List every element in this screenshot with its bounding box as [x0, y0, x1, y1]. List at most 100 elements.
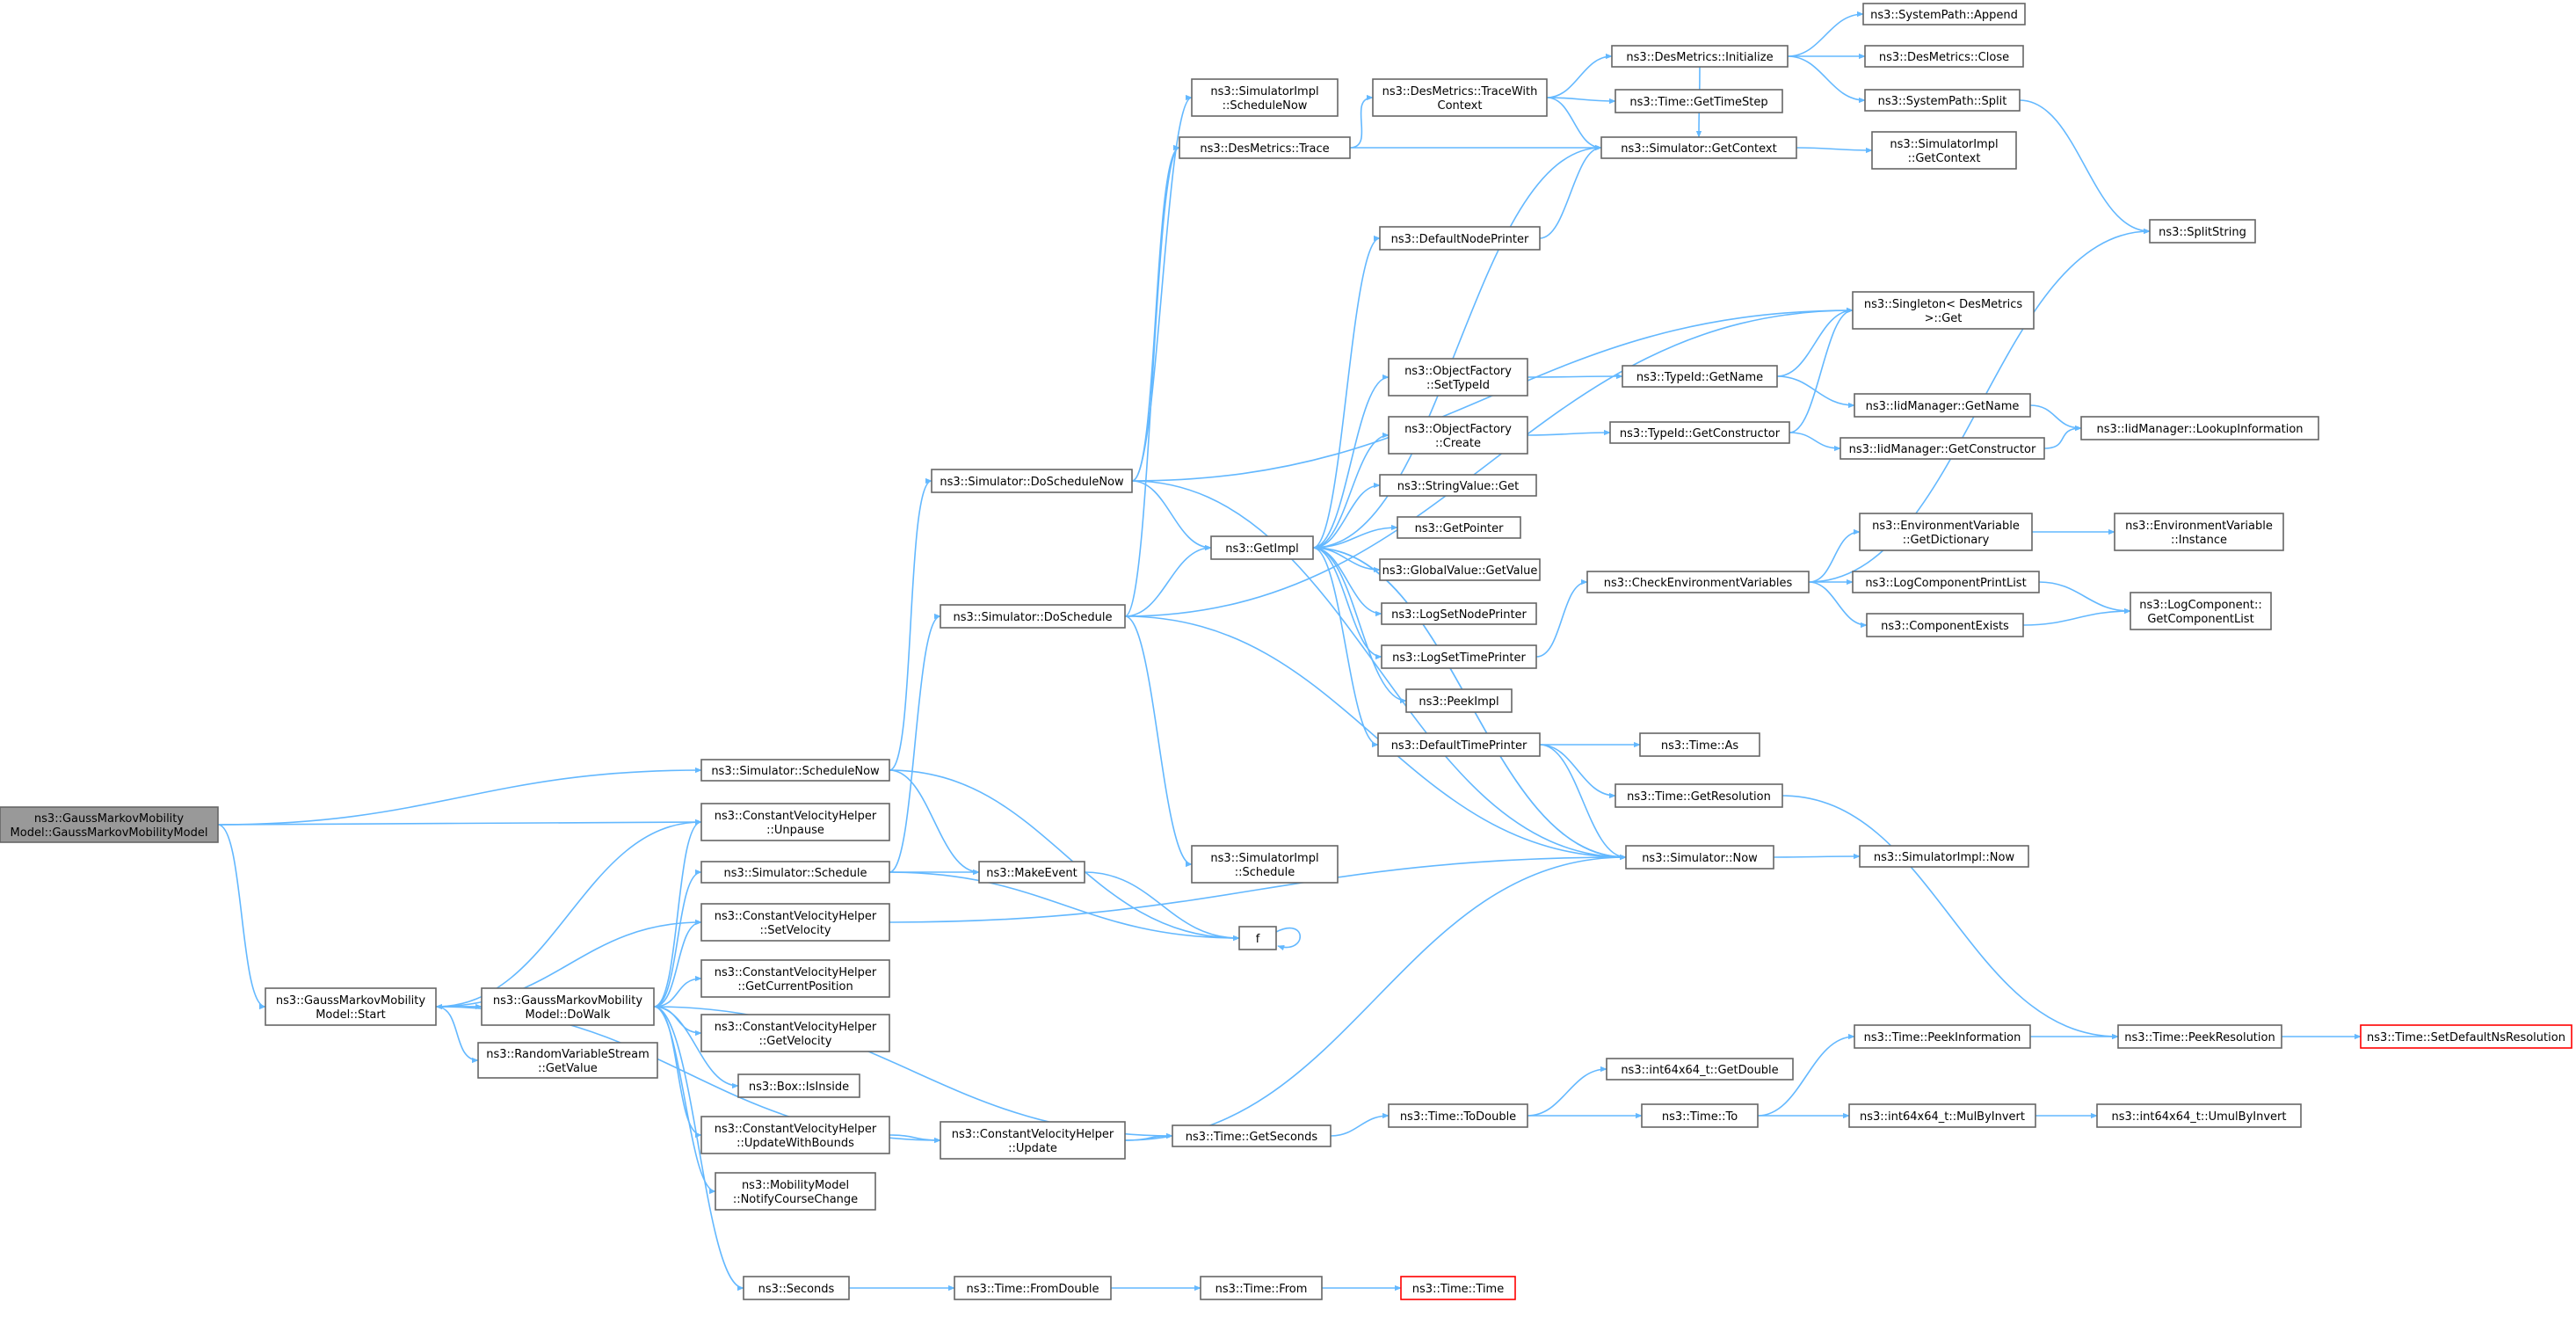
node-peekres[interactable]: ns3::Time::PeekResolution — [2117, 1024, 2282, 1049]
edge-checkenv-to-envgetdict — [1808, 528, 1861, 583]
edge-getimpl-to-defnodeprinter — [1312, 235, 1381, 549]
edge-desmtrace-to-tracewith — [1349, 94, 1374, 149]
edge-tracewith-to-desminit — [1546, 53, 1613, 98]
node-compexists[interactable]: ns3::ComponentExists — [1866, 613, 2024, 637]
node-simnow[interactable]: ns3::Simulator::Now — [1625, 845, 1774, 870]
node-logsetnode[interactable]: ns3::LogSetNodePrinter — [1381, 602, 1537, 625]
node-desminit[interactable]: ns3::DesMetrics::Initialize — [1611, 45, 1789, 68]
edge-root-to-schednow — [217, 767, 702, 826]
node-checkenv[interactable]: ns3::CheckEnvironmentVariables — [1586, 571, 1810, 593]
node-box — [2096, 1103, 2302, 1128]
node-rvs[interactable]: ns3::RandomVariableStream::GetValue — [477, 1042, 658, 1079]
node-iidgetname[interactable]: ns3::IidManager::GetName — [1854, 393, 2031, 418]
edge-doschednow-to-desmtrace — [1131, 144, 1180, 482]
node-label-line: ns3::Time::SetDefaultNsResolution — [2367, 1031, 2565, 1044]
node-fromdouble[interactable]: ns3::Time::FromDouble — [954, 1276, 1112, 1300]
node-getimpl[interactable]: ns3::GetImpl — [1210, 535, 1314, 560]
node-mulbyinvert[interactable]: ns3::int64x64_t::MulByInvert — [1848, 1103, 2036, 1128]
node-label-line: Context — [1438, 99, 1483, 113]
node-getvel[interactable]: ns3::ConstantVelocityHelper::GetVelocity — [700, 1014, 890, 1052]
node-getres[interactable]: ns3::Time::GetResolution — [1615, 783, 1783, 808]
node-umulbyinvert[interactable]: ns3::int64x64_t::UmulByInvert — [2096, 1103, 2302, 1128]
node-peekinfo[interactable]: ns3::Time::PeekInformation — [1854, 1024, 2031, 1049]
node-gettimestep[interactable]: ns3::Time::GetTimeStep — [1615, 89, 1783, 113]
node-gvgetvalue[interactable]: ns3::GlobalValue::GetValue — [1379, 558, 1541, 581]
node-iidgetctor[interactable]: ns3::IidManager::GetConstructor — [1839, 437, 2045, 460]
node-getdouble[interactable]: ns3::int64x64_t::GetDouble — [1606, 1058, 1794, 1081]
node-dowalk[interactable]: ns3::GaussMarkovMobilityModel::DoWalk — [481, 987, 655, 1026]
node-makeevent[interactable]: ns3::MakeEvent — [978, 861, 1085, 884]
node-box — [1372, 78, 1548, 117]
node-logcompprint[interactable]: ns3::LogComponentPrintList — [1852, 571, 2040, 593]
node-updbounds[interactable]: ns3::ConstantVelocityHelper::UpdateWithB… — [700, 1116, 890, 1154]
node-dosched[interactable]: ns3::Simulator::DoSchedule — [940, 604, 1126, 629]
node-box — [1388, 358, 1528, 397]
node-getpointer[interactable]: ns3::GetPointer — [1397, 516, 1521, 539]
node-label-line: ns3::DefaultNodePrinter — [1391, 233, 1529, 246]
node-update[interactable]: ns3::ConstantVelocityHelper::Update — [940, 1121, 1126, 1160]
node-label-line: ns3::LogComponentPrintList — [1865, 577, 2026, 590]
node-splitstring[interactable]: ns3::SplitString — [2149, 219, 2256, 244]
node-typeidgetctor[interactable]: ns3::TypeId::GetConstructor — [1609, 421, 1790, 444]
node-envgetdict[interactable]: ns3::EnvironmentVariable::GetDictionary — [1859, 513, 2033, 551]
edge-dowalk-to-seconds — [653, 1006, 744, 1292]
node-logcompgetlist[interactable]: ns3::LogComponent::GetComponentList — [2130, 592, 2272, 630]
node-typeidgetname[interactable]: ns3::TypeId::GetName — [1622, 365, 1778, 388]
node-desmtrace[interactable]: ns3::DesMetrics::Trace — [1179, 136, 1351, 159]
node-timeto[interactable]: ns3::Time::To — [1641, 1103, 1759, 1128]
node-sysappend[interactable]: ns3::SystemPath::Append — [1862, 3, 2026, 25]
node-box — [1611, 45, 1789, 68]
node-label-line: ns3::ComponentExists — [1881, 620, 2009, 633]
node-timetime[interactable]: ns3::Time::Time — [1400, 1276, 1516, 1300]
node-schednow[interactable]: ns3::Simulator::ScheduleNow — [700, 759, 890, 782]
node-label-line: ns3::SimulatorImpl::Now — [1874, 851, 2015, 864]
node-root[interactable]: ns3::GaussMarkovMobilityModel::GaussMark… — [0, 806, 219, 843]
node-box — [1862, 3, 2026, 25]
node-todouble[interactable]: ns3::Time::ToDouble — [1388, 1103, 1528, 1128]
node-unpause[interactable]: ns3::ConstantVelocityHelper::Unpause — [700, 803, 890, 841]
node-ofcreate[interactable]: ns3::ObjectFactory::Create — [1388, 416, 1528, 455]
node-timefrom[interactable]: ns3::Time::From — [1200, 1276, 1323, 1300]
node-defnodeprinter[interactable]: ns3::DefaultNodePrinter — [1379, 226, 1541, 251]
node-box — [477, 1042, 658, 1079]
node-boxinside[interactable]: ns3::Box::IsInside — [737, 1073, 860, 1098]
edge-getres-to-peekres — [1781, 795, 2119, 1040]
node-desmclose[interactable]: ns3::DesMetrics::Close — [1864, 45, 2024, 68]
node-setvel[interactable]: ns3::ConstantVelocityHelper::SetVelocity — [700, 903, 890, 942]
node-timeas[interactable]: ns3::Time::As — [1639, 732, 1760, 757]
node-ofsettypeid[interactable]: ns3::ObjectFactory::SetTypeId — [1388, 358, 1528, 397]
edge-typeidgetctor-to-singleton — [1789, 307, 1854, 433]
node-syssplit[interactable]: ns3::SystemPath::Split — [1864, 89, 2021, 112]
node-box — [1852, 571, 2040, 593]
node-envinstance[interactable]: ns3::EnvironmentVariable::Instance — [2114, 513, 2284, 551]
node-label-line: ns3::Simulator::ScheduleNow — [711, 765, 880, 778]
node-simimplnow[interactable]: ns3::SimulatorImpl::Now — [1859, 845, 2029, 868]
node-label-line: ns3::GetImpl — [1225, 542, 1299, 556]
node-simgetctx[interactable]: ns3::Simulator::GetContext — [1600, 136, 1797, 159]
node-box — [743, 1276, 850, 1300]
edge-doschednow-to-simnow — [1131, 480, 1627, 861]
node-deftimeprinter[interactable]: ns3::DefaultTimePrinter — [1377, 732, 1541, 757]
node-getseconds[interactable]: ns3::Time::GetSeconds — [1172, 1124, 1332, 1147]
node-f[interactable]: f — [1238, 926, 1277, 950]
node-iidlookup[interactable]: ns3::IidManager::LookupInformation — [2080, 416, 2319, 440]
node-singleton[interactable]: ns3::Singleton< DesMetrics>::Get — [1852, 291, 2035, 330]
node-simimplschednow[interactable]: ns3::SimulatorImpl::ScheduleNow — [1191, 78, 1339, 117]
node-peekimpl[interactable]: ns3::PeekImpl — [1405, 688, 1513, 713]
node-strvalget[interactable]: ns3::StringValue::Get — [1379, 474, 1537, 497]
node-doschednow[interactable]: ns3::Simulator::DoScheduleNow — [931, 469, 1133, 493]
node-schedule[interactable]: ns3::Simulator::Schedule — [700, 861, 890, 884]
node-simimplgetctx[interactable]: ns3::SimulatorImpl::GetContext — [1871, 131, 2017, 170]
node-notify[interactable]: ns3::MobilityModel::NotifyCourseChange — [715, 1172, 876, 1211]
node-box — [954, 1276, 1112, 1300]
edge-dosched-to-singleton — [1124, 307, 1854, 617]
node-seconds[interactable]: ns3::Seconds — [743, 1276, 850, 1300]
edge-tracewith-to-gettimestep — [1546, 97, 1616, 105]
node-start[interactable]: ns3::GaussMarkovMobilityModel::Start — [265, 987, 437, 1026]
node-logsettime[interactable]: ns3::LogSetTimePrinter — [1381, 644, 1537, 669]
node-getcurpos[interactable]: ns3::ConstantVelocityHelper::GetCurrentP… — [700, 959, 890, 998]
node-label-line: ns3::Singleton< DesMetrics — [1864, 298, 2023, 311]
node-setdefns[interactable]: ns3::Time::SetDefaultNsResolution — [2360, 1024, 2572, 1049]
node-simimplsched[interactable]: ns3::SimulatorImpl::Schedule — [1191, 845, 1339, 884]
